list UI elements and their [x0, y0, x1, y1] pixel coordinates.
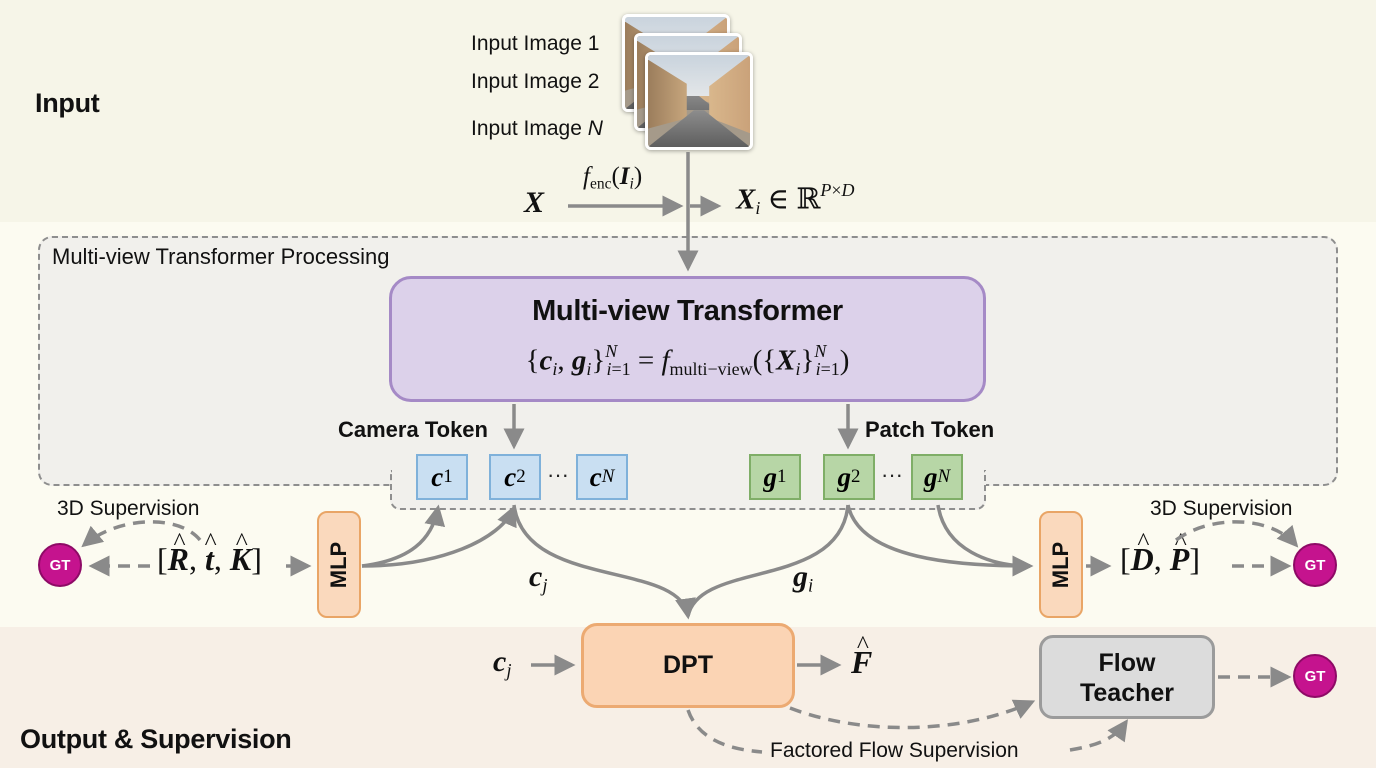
- encoder-input-symbol: X: [524, 186, 545, 219]
- dpt-head: DPT: [581, 623, 795, 708]
- camera-token-label: Camera Token: [338, 417, 488, 442]
- c2-to-dpt-arrow: [512, 504, 696, 620]
- transformer-title: Multi-view Transformer: [532, 295, 843, 327]
- multi-view-transformer-block: Multi-view Transformer {ci, gi}Ni=1 = fm…: [389, 276, 986, 402]
- flow-teacher-line2: Teacher: [1079, 679, 1175, 707]
- camera-output: [R, t, K]: [157, 541, 262, 578]
- dpt-cj-input: cj: [493, 645, 512, 682]
- right-3d-supervision-label: 3D Supervision: [1150, 497, 1293, 520]
- encoder-function: fenc(Ii): [583, 163, 643, 193]
- gt-camera-node: GT: [38, 543, 82, 587]
- transformer-formula: {ci, gi}Ni=1 = fmulti−view({Xi}Ni=1): [525, 341, 850, 379]
- patch-token-ellipsis: ···: [881, 462, 903, 487]
- processing-panel-title: Multi-view Transformer Processing: [52, 244, 390, 269]
- cj-branch-label: cj: [529, 560, 548, 597]
- camera-3d-supervision-arc: [81, 520, 202, 548]
- camera-mlp-head: MLP: [317, 511, 361, 618]
- patch-token-label: Patch Token: [865, 417, 995, 442]
- gi-branch-label: gi: [793, 560, 814, 597]
- dpt-label: DPT: [663, 651, 713, 679]
- supervision-to-teacher-dashed-arc: [1069, 719, 1128, 752]
- input-image-n-prefix: Input Image: [471, 117, 588, 140]
- geometry-3d-supervision-arc: [1174, 520, 1299, 548]
- dpt-to-teacher-dashed-arc: [789, 699, 1036, 730]
- mlp-to-c1-arrow: [361, 504, 446, 568]
- gn-to-mlp-arrow: [936, 504, 1031, 568]
- flow-teacher-line1: Flow: [1098, 649, 1156, 677]
- input-image-1-label: Input Image 1: [471, 32, 600, 55]
- g2-to-mlp-arrow: [846, 504, 1034, 577]
- left-3d-supervision-label: 3D Supervision: [57, 497, 200, 520]
- input-image-n: [645, 52, 753, 150]
- section-title-input: Input: [35, 88, 100, 118]
- geometry-mlp-head: MLP: [1039, 511, 1083, 618]
- gt-geometry-node: GT: [1293, 543, 1337, 587]
- encoder-output: Xi ∈ ℝP×D: [736, 180, 855, 218]
- camera-token-ellipsis: ···: [547, 462, 569, 487]
- input-image-n-label: Input Image N: [471, 117, 603, 141]
- flow-output: F: [851, 644, 872, 681]
- dpt-flow-supervision-arc: [686, 709, 763, 754]
- input-image-n-var: N: [587, 117, 603, 140]
- geometry-output: [D, P]: [1120, 541, 1200, 578]
- section-title-output: Output & Supervision: [20, 724, 292, 754]
- factored-flow-supervision-label: Factored Flow Supervision: [770, 739, 1019, 762]
- g2-to-dpt-arrow: [686, 504, 850, 617]
- input-image-2-label: Input Image 2: [471, 70, 600, 93]
- gt-flow-node: GT: [1293, 654, 1337, 698]
- mlp-to-c2-arrow: [361, 504, 517, 568]
